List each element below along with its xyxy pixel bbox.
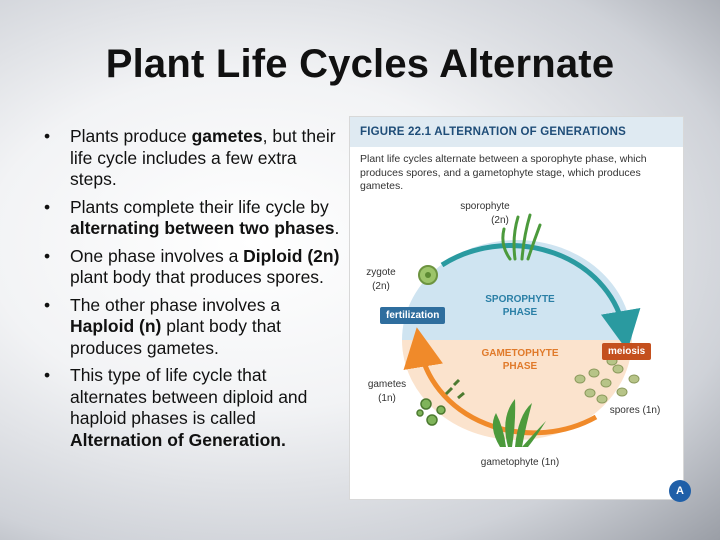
bullet-bold-text: Alternation of Generation. — [70, 429, 286, 450]
slide-title: Plant Life Cycles Alternate — [105, 42, 615, 86]
zygote-ploidy-label: (2n) — [372, 281, 390, 292]
spores-label: spores (1n) — [609, 405, 661, 416]
bullet-bold-text: Diploid (2n) — [243, 245, 340, 266]
gamete-icons — [416, 378, 465, 426]
bullet-bold-text: alternating between two phases — [70, 218, 335, 238]
bullet-bold-text: Haploid (n) — [70, 316, 162, 336]
gametophyte-phase-region — [402, 340, 632, 440]
fertilization-tag: fertilization — [380, 307, 446, 324]
bullet-item: • Plants complete their life cycle by alt… — [44, 197, 344, 240]
gametophyte-plant-icon — [492, 399, 546, 447]
bullet-text: The other phase involves a — [70, 294, 281, 315]
bullet-dot: • — [44, 365, 51, 385]
bullet-text: , but their life cycle includes a few ex… — [70, 126, 336, 189]
bullet-dot: • — [44, 245, 51, 266]
bullet-text: Plants produce — [70, 126, 192, 146]
bullet-item: • Plants produce gametes, but their life … — [44, 126, 344, 191]
meiosis-tag: meiosis — [602, 343, 652, 360]
bullet-item: • This type of life cycle that alternates… — [44, 365, 344, 451]
gametophyte-arrow — [403, 327, 598, 436]
sporophyte-plant-icon — [501, 213, 542, 261]
sporophyte-phase-region — [402, 240, 632, 340]
bullet-text: This type of life cycle that alternates … — [70, 365, 308, 428]
bullet-item: •The other phase involves a Haploid (n) … — [44, 295, 344, 360]
life-cycle-diagram — [402, 213, 641, 447]
figure-panel: FIGURE 22.1 ALTERNATION OF GENERATIONS P… — [349, 116, 684, 500]
sporophyte-ploidy-label: (2n) — [491, 215, 509, 226]
bullet-text: . — [334, 218, 340, 238]
spore-icons — [574, 356, 640, 404]
bullet-dot: • — [44, 294, 51, 315]
bullet-list: • Plants produce gametes, but their life … — [44, 126, 344, 457]
zygote-label: zygote — [366, 267, 396, 278]
sporophyte-arrow — [440, 243, 641, 351]
bullet-dot: • — [44, 196, 51, 217]
bullet-dot: • — [44, 126, 51, 146]
bullet-text: One phase involves a — [70, 245, 244, 266]
gametophyte-phase-label: GAMETOPHYTE PHASE — [481, 348, 559, 372]
sporophyte-label: sporophyte — [460, 201, 510, 212]
bullet-item: • One phase involves a Diploid (2n) plant… — [44, 246, 344, 289]
figure-header — [350, 117, 683, 147]
gametes-ploidy-label: (1n) — [378, 393, 396, 404]
figure-title: FIGURE 22.1 ALTERNATION OF GENERATIONS — [360, 126, 626, 138]
bullet-bold-text: gametes — [191, 126, 263, 146]
gametophyte-label: gametophyte (1n) — [480, 457, 560, 468]
bullet-text: Plants complete their life cycle by — [70, 196, 329, 217]
bullet-text: plant body that produces spores. — [70, 267, 324, 287]
gametes-label: gametes — [367, 379, 407, 390]
figure-caption: Plant life cycles alternate between a sp… — [360, 153, 647, 192]
bullet-text: plant body that produces gametes. — [70, 316, 282, 358]
sporophyte-phase-label: SPOROPHYTE PHASE — [485, 294, 555, 318]
corner-badge: A — [669, 480, 691, 502]
